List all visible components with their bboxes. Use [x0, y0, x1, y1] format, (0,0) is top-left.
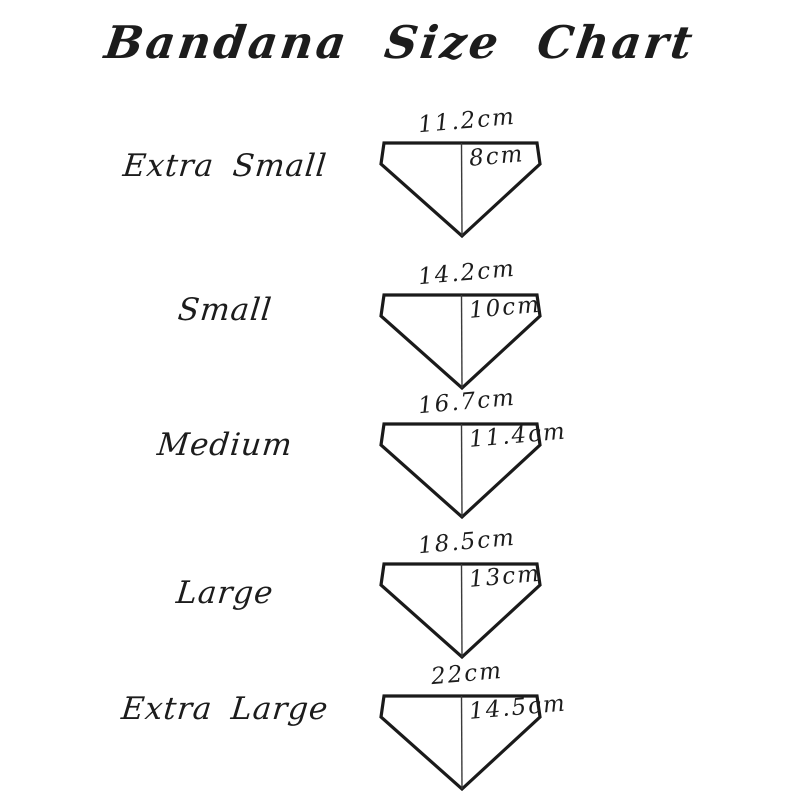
bandana-outline-icon: [379, 562, 542, 660]
width-measurement: 16.7cm: [417, 384, 517, 420]
size-row-extra-small: Extra Small 11.2cm 8cm: [0, 102, 800, 244]
bandana-diagram: [379, 292, 543, 392]
width-measurement: 22cm: [430, 657, 504, 691]
size-label: Large: [174, 575, 276, 611]
bandana-outline-icon: [379, 141, 542, 239]
width-measurement: 14.2cm: [417, 255, 517, 291]
bandana-outline-icon: [379, 293, 542, 391]
bandana-diagram: [379, 561, 543, 661]
width-measurement: 11.2cm: [417, 103, 517, 139]
size-label: Extra Small: [121, 148, 329, 184]
size-row-small: Small 14.2cm 10cm: [0, 254, 800, 396]
width-measurement: 18.5cm: [417, 524, 517, 560]
bandana-outline-icon: [379, 422, 542, 520]
size-row-large: Large 18.5cm 13cm: [0, 523, 800, 665]
bandana-outline-icon: [379, 694, 542, 792]
page-title: Bandana Size Chart: [101, 16, 699, 69]
size-row-extra-large: Extra Large 22cm 14.5cm: [0, 655, 800, 797]
bandana-diagram: [379, 421, 543, 521]
size-label: Extra Large: [119, 691, 331, 727]
bandana-diagram: [379, 140, 543, 240]
bandana-diagram: [379, 693, 543, 793]
size-row-medium: Medium 16.7cm 11.4cm: [0, 383, 800, 525]
size-label: Small: [176, 292, 274, 328]
height-measurement: 8cm: [468, 141, 526, 172]
size-label: Medium: [155, 427, 295, 463]
